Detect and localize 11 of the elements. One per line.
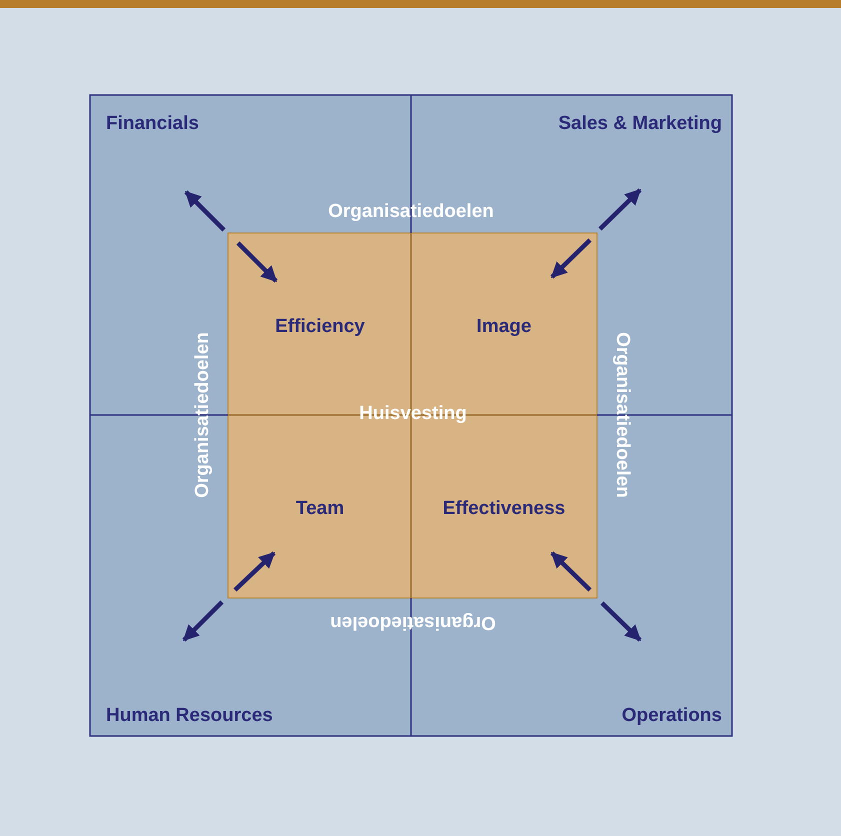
goal-label: Effectiveness <box>442 498 566 520</box>
goal-label: Efficiency <box>275 316 365 338</box>
quadrant-title: Human Resources <box>106 705 273 727</box>
quadrant-title: Sales & Marketing <box>558 113 722 135</box>
side-label: Organisatiedoelen <box>330 611 496 633</box>
quadrant-title: Operations <box>622 705 722 727</box>
goal-label: Team <box>296 498 344 520</box>
side-label: Organisatiedoelen <box>192 332 214 498</box>
quadrant-title: Financials <box>106 113 199 135</box>
goal-label: Image <box>476 316 532 338</box>
side-label: Organisatiedoelen <box>611 332 633 498</box>
